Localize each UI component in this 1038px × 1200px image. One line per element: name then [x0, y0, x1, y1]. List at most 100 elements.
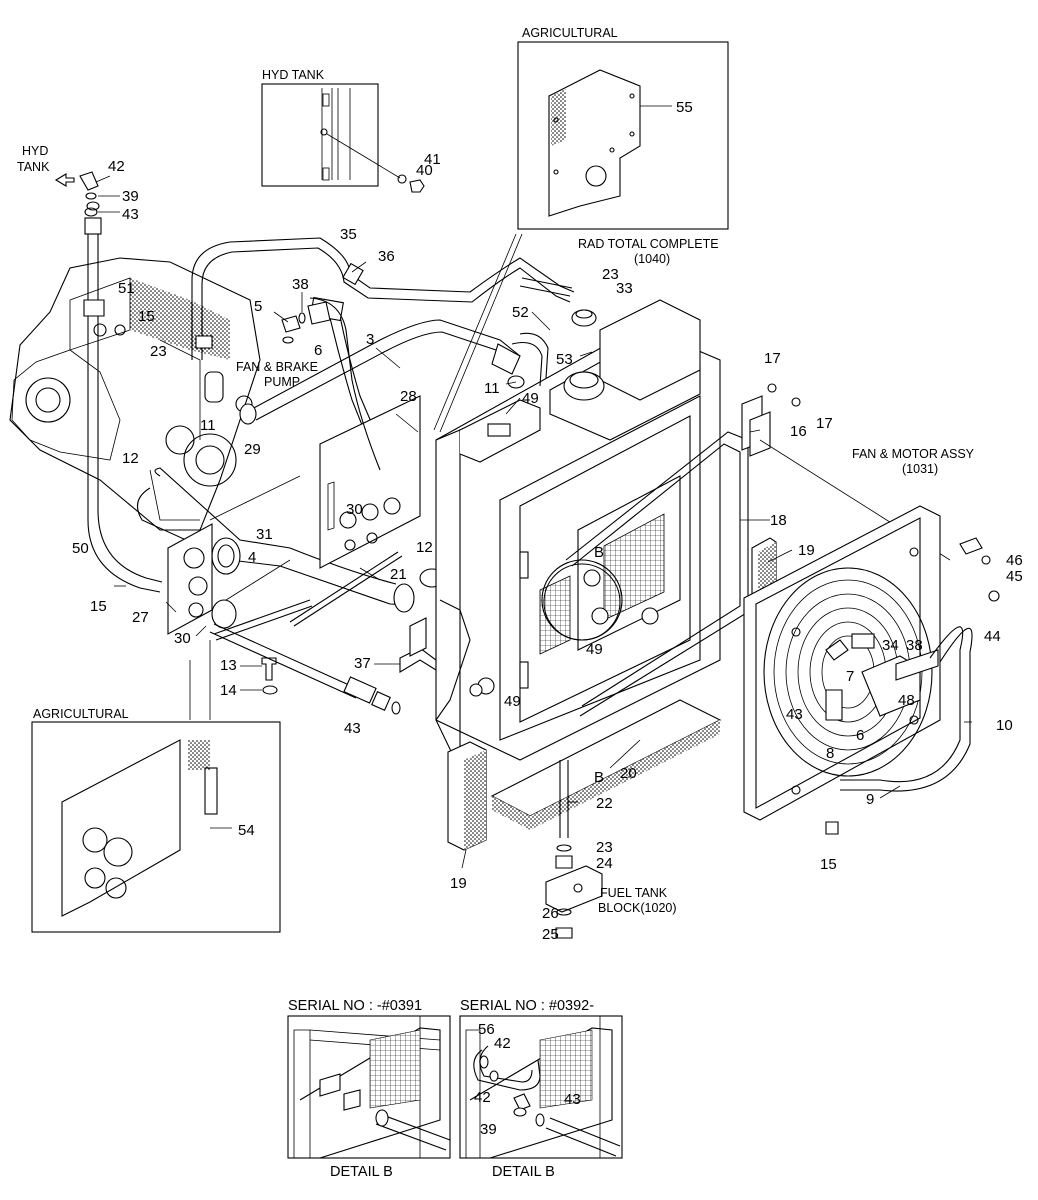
fan-ref-label: (1031): [902, 462, 938, 476]
callout-43: 43: [344, 720, 361, 737]
callout-30: 30: [174, 630, 191, 647]
callout-22: 22: [596, 795, 613, 812]
callout-20: 20: [620, 765, 637, 782]
callout-11: 11: [200, 417, 216, 434]
serial-left-label: SERIAL NO : -#0391: [288, 998, 422, 1014]
callout-43: 43: [564, 1091, 581, 1108]
bracket-16: [741, 383, 951, 561]
callout-55: 55: [676, 99, 693, 116]
leader-lines: [114, 233, 972, 869]
callout-23: 23: [596, 839, 613, 856]
rad-ref-label: (1040): [634, 252, 670, 266]
fan-brake-pump-label-1: FAN & BRAKE: [236, 360, 318, 374]
detail-b-left-label: DETAIL B: [330, 1164, 393, 1180]
agricultural-panel-left-inset: [31, 721, 281, 933]
hyd-tank-label-top: HYD: [22, 144, 48, 158]
fan-brake-pump-label-2: PUMP: [264, 375, 300, 389]
bottom-hose: [209, 623, 401, 715]
callout-21: 21: [390, 566, 407, 583]
callout-51: 51: [118, 280, 135, 297]
callout-6: 6: [314, 342, 322, 359]
callout-18: 18: [770, 512, 787, 529]
agricultural-top-title: AGRICULTURAL: [522, 26, 618, 40]
callout-28: 28: [400, 388, 417, 405]
callout-5: 5: [254, 298, 262, 315]
callout-39: 39: [122, 188, 139, 205]
callout-15: 15: [90, 598, 107, 615]
detail-b-left-inset: [287, 1015, 451, 1159]
callout-8: 8: [826, 745, 834, 762]
pump-fittings: [195, 297, 381, 471]
callout-48: 48: [898, 692, 915, 709]
callout-4: 4: [248, 549, 256, 566]
fan-motor-assembly: [743, 505, 1000, 835]
callout-13: 13: [220, 657, 237, 674]
callout-43: 43: [786, 706, 803, 723]
detail-b-marker-radiator: B: [594, 544, 604, 561]
fan-motor-assy-label: FAN & MOTOR ASSY: [852, 447, 975, 461]
callout-19: 19: [798, 542, 815, 559]
hyd-tank-label-bottom: TANK: [17, 160, 50, 174]
radiator-assembly: [435, 277, 749, 771]
callout-49: 49: [522, 390, 539, 407]
callout-42: 42: [108, 158, 125, 175]
detail-b-right-label: DETAIL B: [492, 1164, 555, 1180]
bolt-13: [261, 657, 278, 695]
callout-17: 17: [764, 350, 781, 367]
callout-31: 31: [256, 526, 273, 543]
callout-12: 12: [416, 539, 433, 556]
pipe-22-assembly: [545, 760, 603, 939]
agricultural-left-title: AGRICULTURAL: [33, 707, 129, 721]
callout-14: 14: [220, 682, 237, 699]
callout-10: 10: [996, 717, 1013, 734]
callout-17: 17: [816, 415, 833, 432]
detail-b-marker-circle: [541, 559, 623, 641]
callout-39: 39: [480, 1121, 497, 1138]
engine-block: [9, 257, 261, 531]
callout-49: 49: [504, 693, 521, 710]
callout-27: 27: [132, 609, 149, 626]
callout-15: 15: [820, 856, 837, 873]
captions: HYD TANK HYD TANK AGRICULTURAL AGRICULTU…: [17, 26, 975, 1180]
callout-30: 30: [346, 501, 363, 518]
rod-21: [213, 551, 403, 641]
callout-23: 23: [602, 266, 619, 283]
callout-9: 9: [866, 791, 874, 808]
callout-26: 26: [542, 905, 559, 922]
callout-37: 37: [354, 655, 371, 672]
callout-11: 11: [484, 380, 500, 397]
callout-50: 50: [72, 540, 89, 557]
callout-38: 38: [906, 637, 923, 654]
callout-42: 42: [474, 1089, 491, 1106]
callout-29: 29: [244, 441, 261, 458]
callout-15: 15: [138, 308, 155, 325]
callout-41: 41: [424, 151, 441, 168]
callout-25: 25: [542, 926, 559, 943]
agricultural-panel-top-inset: [517, 41, 729, 230]
callout-7: 7: [846, 668, 854, 685]
serial-right-label: SERIAL NO : #0392-: [460, 998, 594, 1014]
callout-43: 43: [122, 206, 139, 223]
callout-23: 23: [150, 343, 167, 360]
callout-49: 49: [586, 641, 603, 658]
callout-24: 24: [596, 855, 613, 872]
callout-54: 54: [238, 822, 255, 839]
hyd-tank-inset-title: HYD TANK: [262, 68, 325, 82]
callout-56: 56: [478, 1021, 495, 1038]
callout-45: 45: [1006, 568, 1023, 585]
hyd-tank-fittings: [54, 171, 120, 217]
callout-44: 44: [984, 628, 1001, 645]
fuel-tank-block-label-2: BLOCK(1020): [598, 901, 677, 915]
detail-b-marker-frame: B: [594, 769, 604, 786]
hydraulic-hose: [83, 201, 163, 593]
callout-42: 42: [494, 1035, 511, 1052]
callout-33: 33: [616, 280, 633, 297]
callout-53: 53: [556, 351, 573, 368]
callout-19: 19: [450, 875, 467, 892]
part-callouts: 42 39 43 41 40 55 35 36 51 15 23 5 38 6 …: [72, 99, 1023, 1138]
shroud-plates: [167, 395, 421, 635]
callout-38: 38: [292, 276, 309, 293]
rad-total-complete-label: RAD TOTAL COMPLETE: [578, 237, 719, 251]
callout-46: 46: [1006, 552, 1023, 569]
callout-12: 12: [122, 450, 139, 467]
